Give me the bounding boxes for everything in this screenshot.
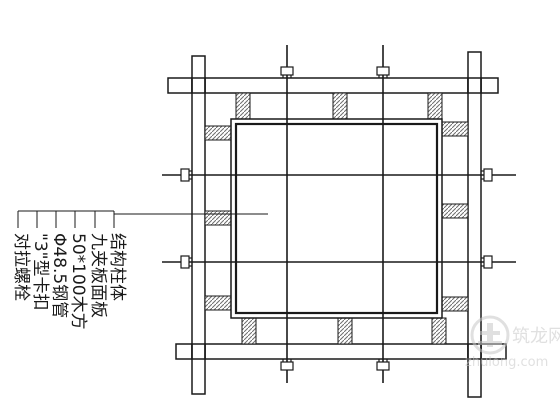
steel-pipe-top (167, 77, 499, 94)
clamps (180, 66, 493, 371)
label-plywood-panel: 九夹板面板 (88, 233, 108, 318)
tie-bolts (162, 45, 516, 383)
steel-pipe-right (467, 51, 482, 398)
timber-stud (441, 121, 469, 137)
structural-column (234, 122, 439, 315)
steel-pipe-frame (167, 51, 507, 398)
clamp (280, 66, 294, 78)
timber-stud (431, 317, 447, 345)
label-tie-bolt: 对拉螺栓 (11, 233, 31, 301)
timber-stud (241, 317, 257, 345)
watermark-en: zhulong.com (465, 355, 548, 370)
clamp (180, 255, 192, 269)
timber-stud (441, 296, 469, 312)
label-steel-pipe: Φ48.5钢管 (49, 233, 69, 318)
clamp (376, 66, 390, 78)
steel-pipe-bottom (175, 343, 507, 360)
clamp (481, 255, 493, 269)
watermark-cn: 筑龙网 (512, 326, 560, 347)
timber-stud (332, 92, 348, 120)
timber-stud (441, 203, 469, 219)
timber-stud (204, 210, 232, 226)
timber-stud (427, 92, 443, 120)
timber-stud (337, 317, 353, 345)
watermark-logo-icon (470, 315, 510, 355)
clamp (180, 168, 192, 182)
timber-stud (235, 92, 251, 120)
label-list: 结构柱体 九夹板面板 50*100木方 Φ48.5钢管 "3"型卡扣 对拉螺栓 (11, 233, 127, 330)
timber-stud (204, 295, 232, 311)
label-clamp: "3"型卡扣 (30, 233, 50, 310)
watermark: 筑龙网 zhulong.com (465, 315, 560, 370)
label-timber-stud: 50*100木方 (68, 233, 88, 330)
timber-stud (204, 125, 232, 141)
clamp (280, 359, 294, 371)
clamp (481, 168, 493, 182)
clamp (376, 359, 390, 371)
leader-lines (17, 210, 268, 228)
label-structural-column: 结构柱体 (107, 233, 127, 301)
